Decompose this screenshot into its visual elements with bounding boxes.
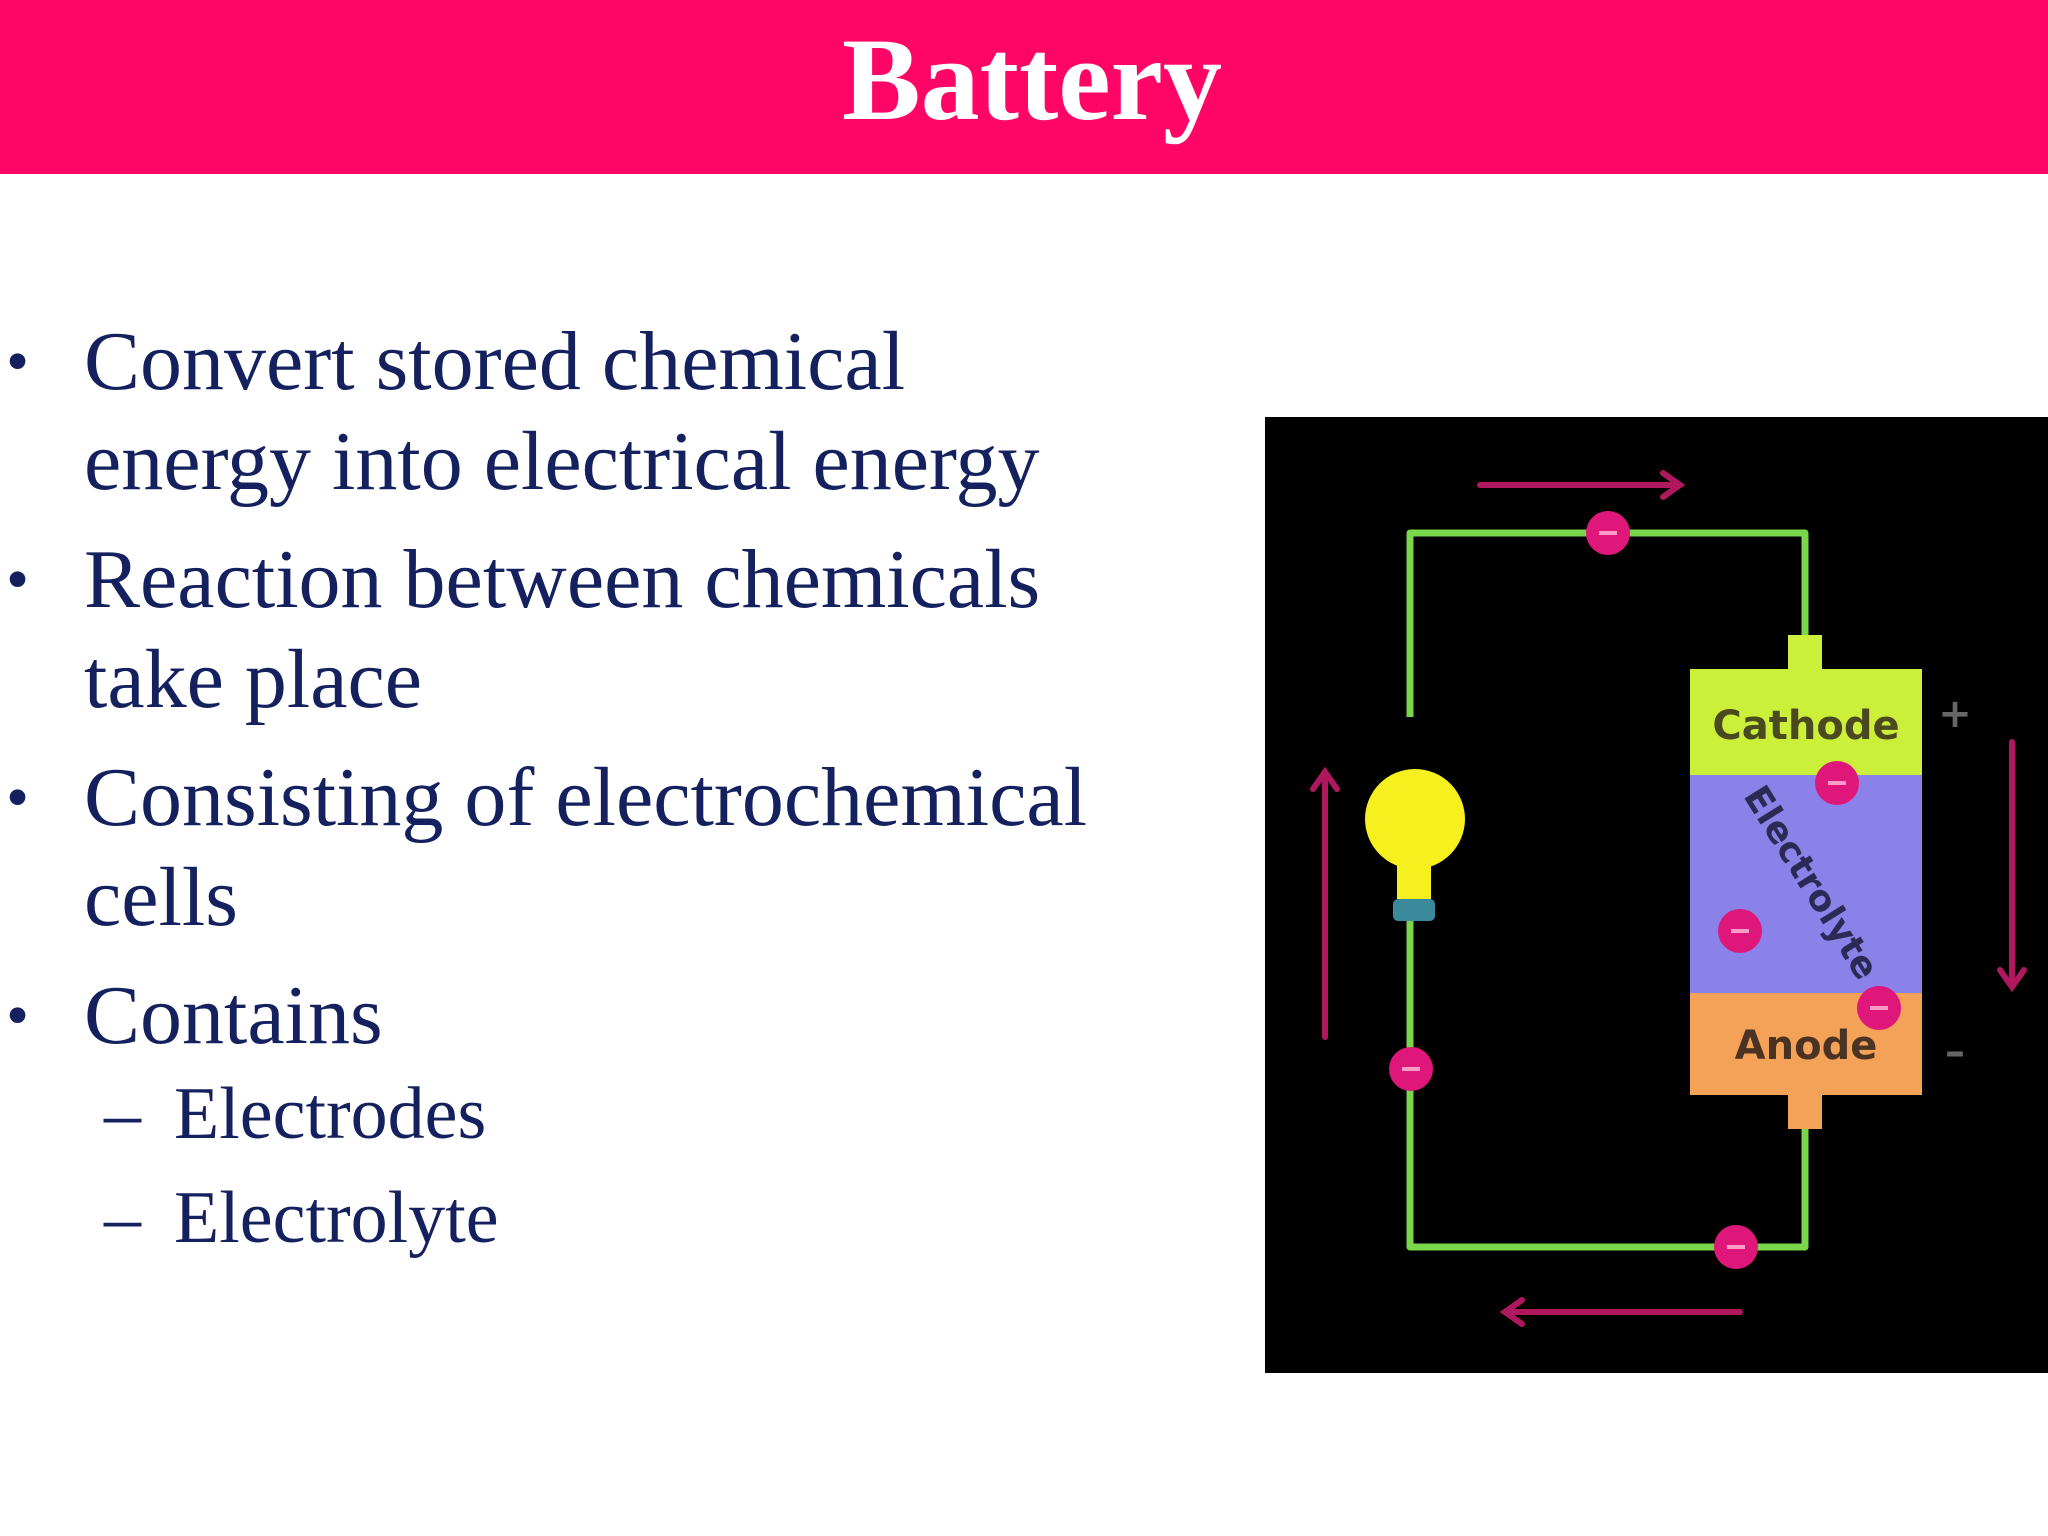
bullet-line: Convert stored chemical [84, 315, 906, 408]
electron-icon [1389, 1047, 1433, 1091]
current-arrows [1310, 470, 2027, 1327]
current-arrow-icon [1477, 470, 1686, 500]
sub-bullet-text: Electrolyte [174, 1177, 499, 1259]
sub-bullet-item: – Electrodes [0, 1062, 1230, 1166]
bullet-line: Contains [84, 969, 383, 1062]
bullet-item: • Consisting of electrochemical cells [0, 748, 1230, 948]
electron-icon [1857, 986, 1901, 1030]
bullet-symbol: • [6, 325, 30, 398]
bullet-symbol: • [6, 979, 30, 1052]
bulb-glass [1365, 769, 1465, 869]
electrolyte-block [1690, 775, 1922, 995]
sub-bullet-symbol: – [104, 1073, 141, 1155]
bulb-neck [1397, 855, 1431, 899]
cathode-block [1690, 669, 1922, 777]
plus-sign: + [1938, 691, 1972, 737]
current-arrow-icon [1499, 1297, 1743, 1327]
current-arrow-icon [1310, 766, 1340, 1040]
bullet-line: cells [84, 851, 238, 944]
battery-diagram: Cathode Electrolyte Anode + – [1265, 417, 2048, 1373]
minus-sign: – [1945, 1029, 1965, 1075]
sub-bullet-text: Electrodes [174, 1073, 487, 1155]
bullet-item: • Convert stored chemical energy into el… [0, 312, 1230, 512]
bullet-line: Consisting of electrochemical [84, 751, 1088, 844]
battery-circuit-svg: Cathode Electrolyte Anode + – [1310, 470, 2027, 1327]
bullet-line: energy into electrical energy [84, 415, 1040, 508]
cathode-label: Cathode [1712, 703, 1899, 749]
slide-title: Battery [841, 14, 1223, 145]
negative-terminal [1788, 1093, 1822, 1129]
electron-icon [1714, 1225, 1758, 1269]
sub-bullet-list: – Electrodes – Electrolyte [0, 1062, 1230, 1270]
electron-icon [1815, 761, 1859, 805]
anode-label: Anode [1735, 1023, 1878, 1069]
bullet-item: • Contains [0, 966, 1230, 1066]
electron-icon [1718, 909, 1762, 953]
electron-group [1389, 511, 1901, 1269]
bullet-symbol: • [6, 543, 30, 616]
sub-bullet-item: – Electrolyte [0, 1166, 1230, 1270]
bullet-symbol: • [6, 761, 30, 834]
title-bar: Battery [0, 0, 2048, 174]
sub-bullet-symbol: – [104, 1177, 141, 1259]
bullet-item: • Reaction between chemicals take place [0, 530, 1230, 730]
bullet-list: • Convert stored chemical energy into el… [0, 312, 1230, 1270]
positive-terminal [1788, 635, 1822, 671]
electron-icon [1586, 511, 1630, 555]
light-bulb-icon [1365, 769, 1465, 921]
bullet-line: take place [84, 633, 423, 726]
current-arrow-icon [1997, 739, 2027, 993]
bulb-base [1393, 899, 1435, 921]
bullet-line: Reaction between chemicals [84, 533, 1041, 626]
